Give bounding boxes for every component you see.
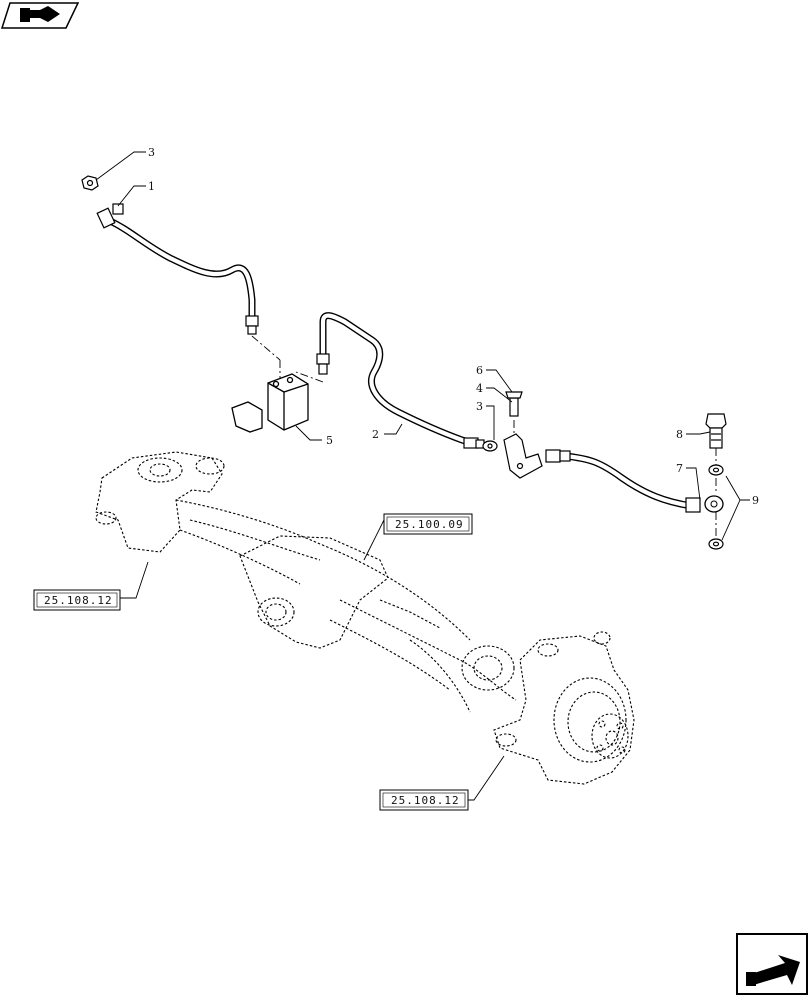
clamp-block-5 [231, 373, 309, 433]
ref-box-axle[interactable]: 25.100.09 [383, 513, 473, 535]
callout-4: 4 [476, 382, 483, 395]
callout-7: 7 [676, 462, 683, 475]
alignment-lines [251, 335, 717, 538]
front-axle [95, 451, 635, 785]
callout-1: 1 [148, 180, 155, 193]
callout-8: 8 [676, 428, 683, 441]
callout-6: 6 [476, 364, 483, 377]
ref-axle-label: 25.100.09 [395, 518, 464, 531]
next-page-arrow-icon[interactable] [736, 933, 808, 995]
leader-lines [95, 151, 750, 801]
brake-pipe-2 [316, 312, 485, 449]
washer-9-upper [708, 464, 724, 476]
callout-9: 9 [752, 494, 759, 507]
ref-box-left-hub[interactable]: 25.108.12 [33, 589, 121, 611]
brake-hose-7 [545, 449, 724, 513]
nut-3-top [81, 175, 99, 191]
bracket-assembly [482, 391, 543, 479]
callout-2: 2 [372, 428, 379, 441]
washer-9-lower [708, 538, 724, 550]
callout-3-mid: 3 [476, 400, 483, 413]
ref-right-label: 25.108.12 [391, 794, 460, 807]
callout-3-top: 3 [148, 146, 155, 159]
previous-page-arrow-icon[interactable] [0, 2, 80, 29]
ref-box-right-hub[interactable]: 25.108.12 [379, 789, 469, 811]
ref-left-label: 25.108.12 [44, 594, 113, 607]
callout-5: 5 [326, 434, 333, 447]
brake-pipe-1 [96, 203, 259, 335]
banjo-bolt-8 [705, 413, 727, 449]
